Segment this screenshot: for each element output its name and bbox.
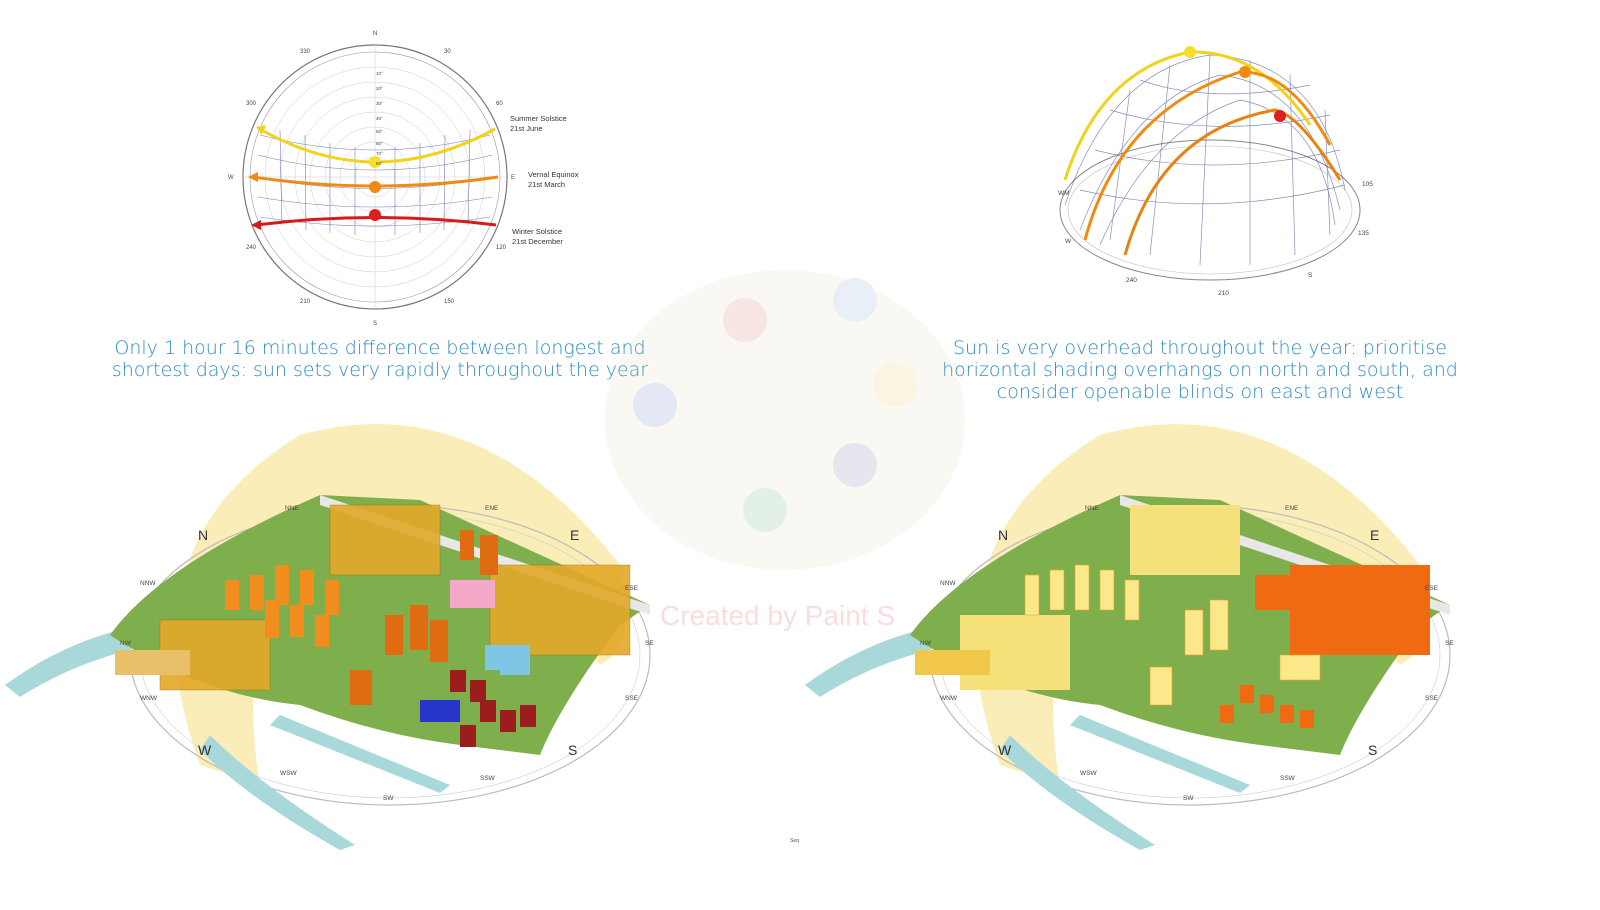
map-compass-label: ESE	[625, 585, 639, 592]
map-compass-label: SW	[1183, 795, 1194, 802]
map-compass-label: NNE	[285, 505, 299, 512]
summer-solstice-date: 21st June	[510, 124, 543, 133]
winter-sun-icon	[369, 209, 381, 221]
altitude-label: 60°	[376, 141, 383, 146]
map-compass-label: SSE	[625, 695, 639, 702]
azimuth-label: 300	[246, 101, 257, 107]
map-compass-label: NNW	[940, 580, 956, 587]
altitude-label: 30°	[376, 101, 383, 106]
equinox-sun-icon	[369, 181, 381, 193]
map-compass-label: WSW	[280, 770, 297, 777]
altitude-label: 20°	[376, 86, 383, 91]
sunpath-plan-diagram: N S E W 330 30 300 60 240 120 210 150 10…	[228, 31, 579, 327]
dome-tick: 240	[1126, 277, 1137, 284]
map-compass-label: N	[198, 527, 208, 543]
dome-tick: 105	[1362, 181, 1373, 188]
dome-winter-sun-icon	[1274, 110, 1286, 122]
altitude-label: 40°	[376, 116, 383, 121]
map-compass-label: W	[998, 742, 1012, 758]
left-caption: Only 1 hour 16 minutes difference betwee…	[111, 337, 648, 381]
dome-equinox-path	[1083, 70, 1332, 241]
map-compass-label: SSE	[1425, 695, 1439, 702]
map-compass-label: NW	[920, 640, 932, 647]
map-compass-label: ENE	[485, 505, 499, 512]
winter-solstice-label: Winter Solstice	[512, 227, 562, 236]
map-compass-label: WNW	[140, 695, 158, 702]
azimuth-label: 210	[300, 299, 311, 305]
site-map-right: N W S E NNE ENE NW NNW WNW WSW SW SSW SE…	[805, 424, 1454, 850]
plan-east-label: E	[511, 175, 515, 181]
summer-sun-icon	[369, 156, 381, 168]
map-compass-label: SE	[645, 640, 654, 647]
sunpath-dome-diagram: 240 210 S W WM 105 135	[1058, 46, 1373, 297]
map-compass-label: E	[1370, 527, 1379, 543]
map-compass-label: SE	[1445, 640, 1454, 647]
dome-summer-sun-icon	[1184, 46, 1196, 58]
map-compass-label: SSW	[480, 775, 496, 782]
map-compass-label: NNW	[140, 580, 156, 587]
map-compass-label: SW	[383, 795, 394, 802]
plan-south-label: S	[373, 321, 377, 327]
right-caption: Sun is very overhead throughout the year…	[942, 337, 1458, 403]
azimuth-label: 150	[444, 299, 455, 305]
altitude-label: 10°	[376, 71, 383, 76]
map-compass-label: N	[998, 527, 1008, 543]
map-compass-label: WSW	[1080, 770, 1097, 777]
altitude-label: 70°	[376, 151, 383, 156]
dome-tick: 210	[1218, 290, 1229, 297]
azimuth-label: 240	[246, 245, 257, 251]
footer-mark: Seq	[790, 838, 799, 844]
watermark-text: Created by Paint S	[660, 600, 896, 631]
azimuth-label: 330	[300, 49, 311, 55]
map-compass-label: E	[570, 527, 579, 543]
vernal-equinox-label: Vernal Equinox	[528, 170, 579, 179]
map-compass-label: S	[568, 742, 577, 758]
map-compass-label: NNE	[1085, 505, 1099, 512]
map-compass-label: NW	[120, 640, 132, 647]
pink-building	[450, 580, 495, 608]
dome-summer-path	[1063, 50, 1312, 181]
dome-equinox-sun-icon	[1239, 66, 1251, 78]
plan-west-label: W	[228, 175, 234, 181]
dome-tick: WM	[1058, 190, 1070, 197]
summer-solstice-label: Summer Solstice	[510, 114, 567, 123]
map-compass-label: WNW	[940, 695, 958, 702]
azimuth-label: 30	[444, 49, 451, 55]
plan-north-label: N	[373, 31, 377, 37]
map-compass-label: S	[1368, 742, 1377, 758]
dome-tick: S	[1308, 272, 1313, 279]
map-compass-label: SSW	[1280, 775, 1296, 782]
map-compass-label: W	[198, 742, 212, 758]
altitude-label: 80°	[376, 161, 383, 166]
map-compass-label: ENE	[1285, 505, 1299, 512]
dome-tick: 135	[1358, 230, 1369, 237]
azimuth-label: 60	[496, 101, 503, 107]
site-map-left: N W S E NNE ENE NW NNW WNW WSW SW SSW SE…	[5, 424, 654, 850]
map-compass-label: ESE	[1425, 585, 1439, 592]
winter-solstice-date: 21st December	[512, 237, 563, 246]
dome-winter-path	[1123, 108, 1342, 256]
palette-watermark-icon	[605, 270, 965, 570]
azimuth-label: 120	[496, 245, 507, 251]
altitude-label: 50°	[376, 129, 383, 134]
dome-tick: W	[1065, 238, 1072, 245]
vernal-equinox-date: 21st March	[528, 180, 565, 189]
